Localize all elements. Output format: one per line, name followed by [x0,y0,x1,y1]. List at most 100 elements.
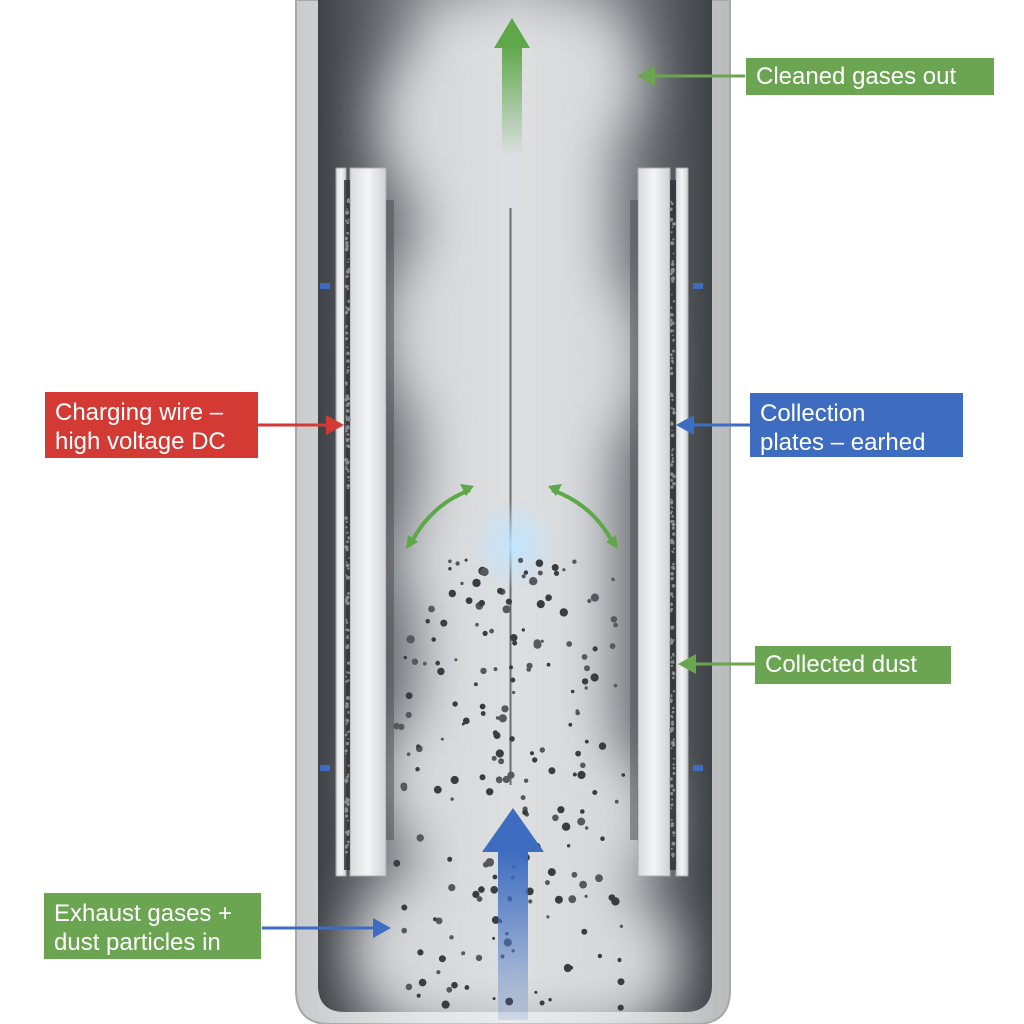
dust-particle [600,836,605,841]
dust-particle [592,790,598,795]
dust-particle [617,978,625,986]
collected-dust-speck [347,679,350,682]
collected-dust-speck [672,238,675,241]
dust-particle [448,567,452,571]
collected-dust-speck [669,329,673,333]
collected-dust-speck [670,660,674,664]
collected-dust-speck [345,331,349,335]
dust-particle [436,970,441,975]
collected-dust-speck [670,727,674,732]
dust-particle [482,630,488,637]
collected-dust-speck [344,397,348,402]
dust-particle [416,744,421,749]
dust-particle [510,677,516,683]
dust-particle [571,871,578,878]
dust-particle [532,757,538,763]
dust-particle [502,775,510,784]
label-collected-dust: Collected dust [755,646,951,684]
dust-particle [461,951,466,956]
collected-dust-speck [346,775,349,779]
collected-dust-speck [669,217,674,222]
dust-particle [474,682,478,687]
right-collection-plates [630,167,689,877]
collected-dust-speck [346,840,350,844]
collected-dust-speck [672,329,675,332]
dust-particle [405,983,413,991]
collected-dust-speck [345,675,348,678]
dust-particle [492,730,498,736]
collected-dust-speck [347,267,351,271]
dust-particle [610,616,618,623]
dust-particle [492,997,496,1001]
collected-dust-speck [673,541,675,543]
dust-particle [584,665,590,672]
collected-dust-speck [346,351,350,356]
collected-dust-speck [345,526,348,529]
collected-dust-speck [671,398,674,401]
collected-dust-speck [671,506,674,509]
dust-particle [476,896,483,902]
dust-particle [619,924,624,928]
collected-dust-speck [346,371,349,374]
collected-dust-speck [672,654,675,657]
collected-dust-speck [671,460,674,464]
dust-particle [621,773,626,777]
dust-particle [568,895,577,904]
dust-particle [614,799,619,804]
collected-dust-speck [672,252,675,255]
dust-particle [523,778,529,783]
collected-dust-speck [673,547,675,550]
collected-dust-speck [347,460,350,463]
dust-particle [478,599,485,607]
dust-particle [539,1000,545,1006]
label-collection-plates: Collection plates – earhed [750,393,963,457]
collected-dust-speck [346,359,350,363]
dust-particle [598,742,607,750]
collected-dust-speck [345,429,348,433]
dust-particle [617,957,622,963]
collected-dust-speck [670,422,674,426]
collected-dust-speck [346,208,349,210]
plate-connector-marks [320,283,703,771]
collected-dust-speck [671,394,674,398]
collected-dust-speck [345,403,349,407]
dust-particle [566,844,571,848]
dust-particle [418,978,427,987]
dust-particle [472,578,481,588]
dust-particle [479,774,486,781]
collected-dust-speck [346,346,349,349]
dust-particle [475,622,479,627]
dust-particle [507,771,515,779]
collected-dust-speck [670,714,673,718]
dust-particle [511,690,516,695]
collected-dust-speck [347,661,351,665]
collected-dust-speck [345,718,348,721]
dust-particle [537,570,543,576]
collected-dust-speck [671,202,674,206]
dust-particle [509,665,513,670]
dust-particle [523,570,529,575]
dust-particle [575,750,581,757]
collected-dust-speck [670,700,673,703]
collected-dust-speck [671,584,676,588]
label-cleaned-gases-out: Cleaned gases out [746,58,994,95]
dust-particle [460,581,464,586]
collected-dust-speck [345,781,348,784]
collected-dust-speck [670,572,674,576]
collected-dust-speck [347,299,351,303]
collected-dust-speck [345,844,349,848]
collected-dust-speck [672,474,676,479]
collected-dust-speck [346,540,349,544]
collected-dust-speck [344,749,348,753]
collected-dust-speck [346,307,351,312]
dust-particle [406,635,415,644]
collected-dust-speck [345,702,349,706]
collected-dust-speck [345,467,349,471]
collected-dust-speck [672,738,676,741]
collected-dust-speck [346,325,348,328]
collected-dust-speck [347,764,350,767]
dust-particle [510,634,518,642]
dust-particle [491,916,500,924]
collected-dust-speck [671,262,675,267]
dust-particle [563,963,572,972]
